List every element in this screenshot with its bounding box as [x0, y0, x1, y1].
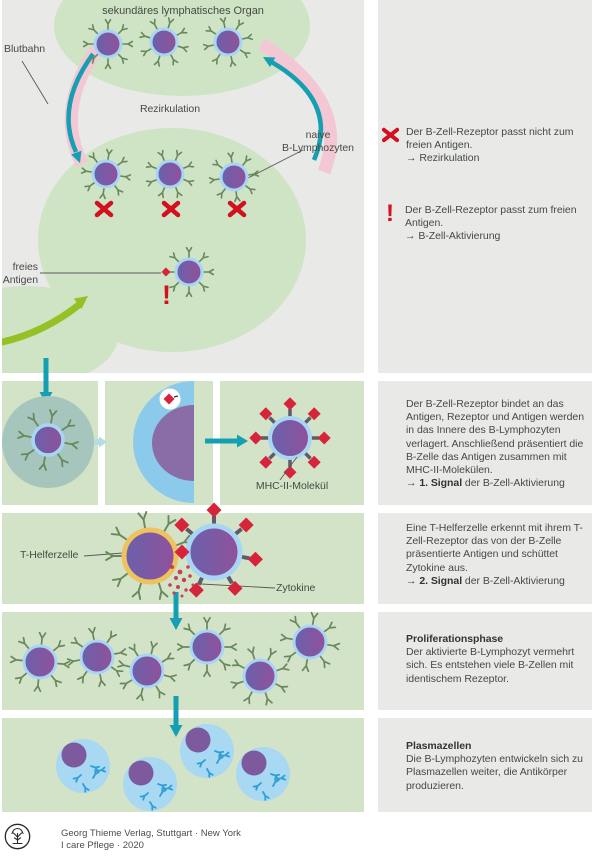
note-no-match: Der B-Zell-Rezeptor passt nicht zum frei… [382, 126, 590, 166]
panel-text-plasma [378, 718, 592, 812]
step-proliferation: Proliferationsphase Der aktivierte B-Lym… [378, 633, 592, 686]
step-signal2-arrowline: → 2. Signal der B-Zell-Aktivierung [406, 574, 565, 587]
step-proliferation-text: Der aktivierte B-Lymphozyt vermehrt sich… [406, 646, 575, 685]
footer-publisher: Georg Thieme Verlag, Stuttgart · New Yor… [61, 828, 241, 839]
panel-bloodstream-section [2, 0, 364, 373]
tree-icon [11, 827, 24, 845]
label-recirculation: Rezirkulation [139, 103, 201, 115]
label-cytokines: Zytokine [276, 582, 316, 594]
panel-text-proliferation [378, 612, 592, 710]
panel-proliferation [2, 612, 364, 710]
panel-endocytosis [2, 381, 98, 505]
note-match-text: Der B-Zell-Rezeptor passt zum freien Ant… [405, 204, 577, 230]
label-lymph-organ: sekundäres lymphatisches Organ [102, 5, 264, 17]
step-proliferation-title: Proliferationsphase [406, 633, 504, 645]
thieme-logo [4, 823, 31, 850]
note-match: ! Der B-Zell-Rezeptor passt zum freien A… [382, 200, 590, 244]
panel-processing [105, 381, 213, 505]
panel-notes [378, 0, 592, 373]
label-t-helper-cell: T-Helferzelle [20, 549, 79, 561]
panel-text-signal1 [378, 381, 592, 505]
note-no-match-text: Der B-Zell-Rezeptor passt nicht zum frei… [406, 126, 574, 152]
step-signal1: Der B-Zell-Rezeptor bindet an das Antige… [378, 398, 592, 490]
label-bloodstream: Blutbahn [4, 43, 46, 55]
exclamation-icon: ! [386, 200, 394, 227]
step-signal2: Eine T-Helferzelle erkennt mit ihrem T-Z… [378, 522, 592, 588]
footer-source: I care Pflege · 2020 [61, 840, 144, 851]
note-match-arrowline: → B-Zell-Aktivierung [405, 230, 501, 243]
label-naive-b-lymphocytes: naive B-Lymphozyten [282, 129, 354, 154]
step-signal1-text: Der B-Zell-Rezeptor bindet an das Antige… [406, 398, 584, 477]
label-free-antigen: freies Antigen [2, 261, 38, 286]
step-plasma-text: Die B-Lymphozyten entwickeln sich zu Pla… [406, 753, 583, 792]
panel-plasma-cells [2, 718, 364, 812]
step-signal2-text: Eine T-Helferzelle erkennt mit ihrem T-Z… [406, 522, 583, 574]
label-mhc-molecule: MHC-II-Molekül [255, 480, 329, 492]
x-mark-icon [382, 127, 399, 143]
note-no-match-arrowline: → Rezirkulation [406, 152, 480, 165]
panel-text-signal2 [378, 513, 592, 604]
activation-exclamation: ! [162, 280, 171, 310]
step-plasma-title: Plasmazellen [406, 740, 472, 752]
step-signal1-arrowline: → 1. Signal der B-Zell-Aktivierung [406, 477, 565, 490]
step-plasma: Plasmazellen Die B-Lymphozyten entwickel… [378, 740, 592, 793]
